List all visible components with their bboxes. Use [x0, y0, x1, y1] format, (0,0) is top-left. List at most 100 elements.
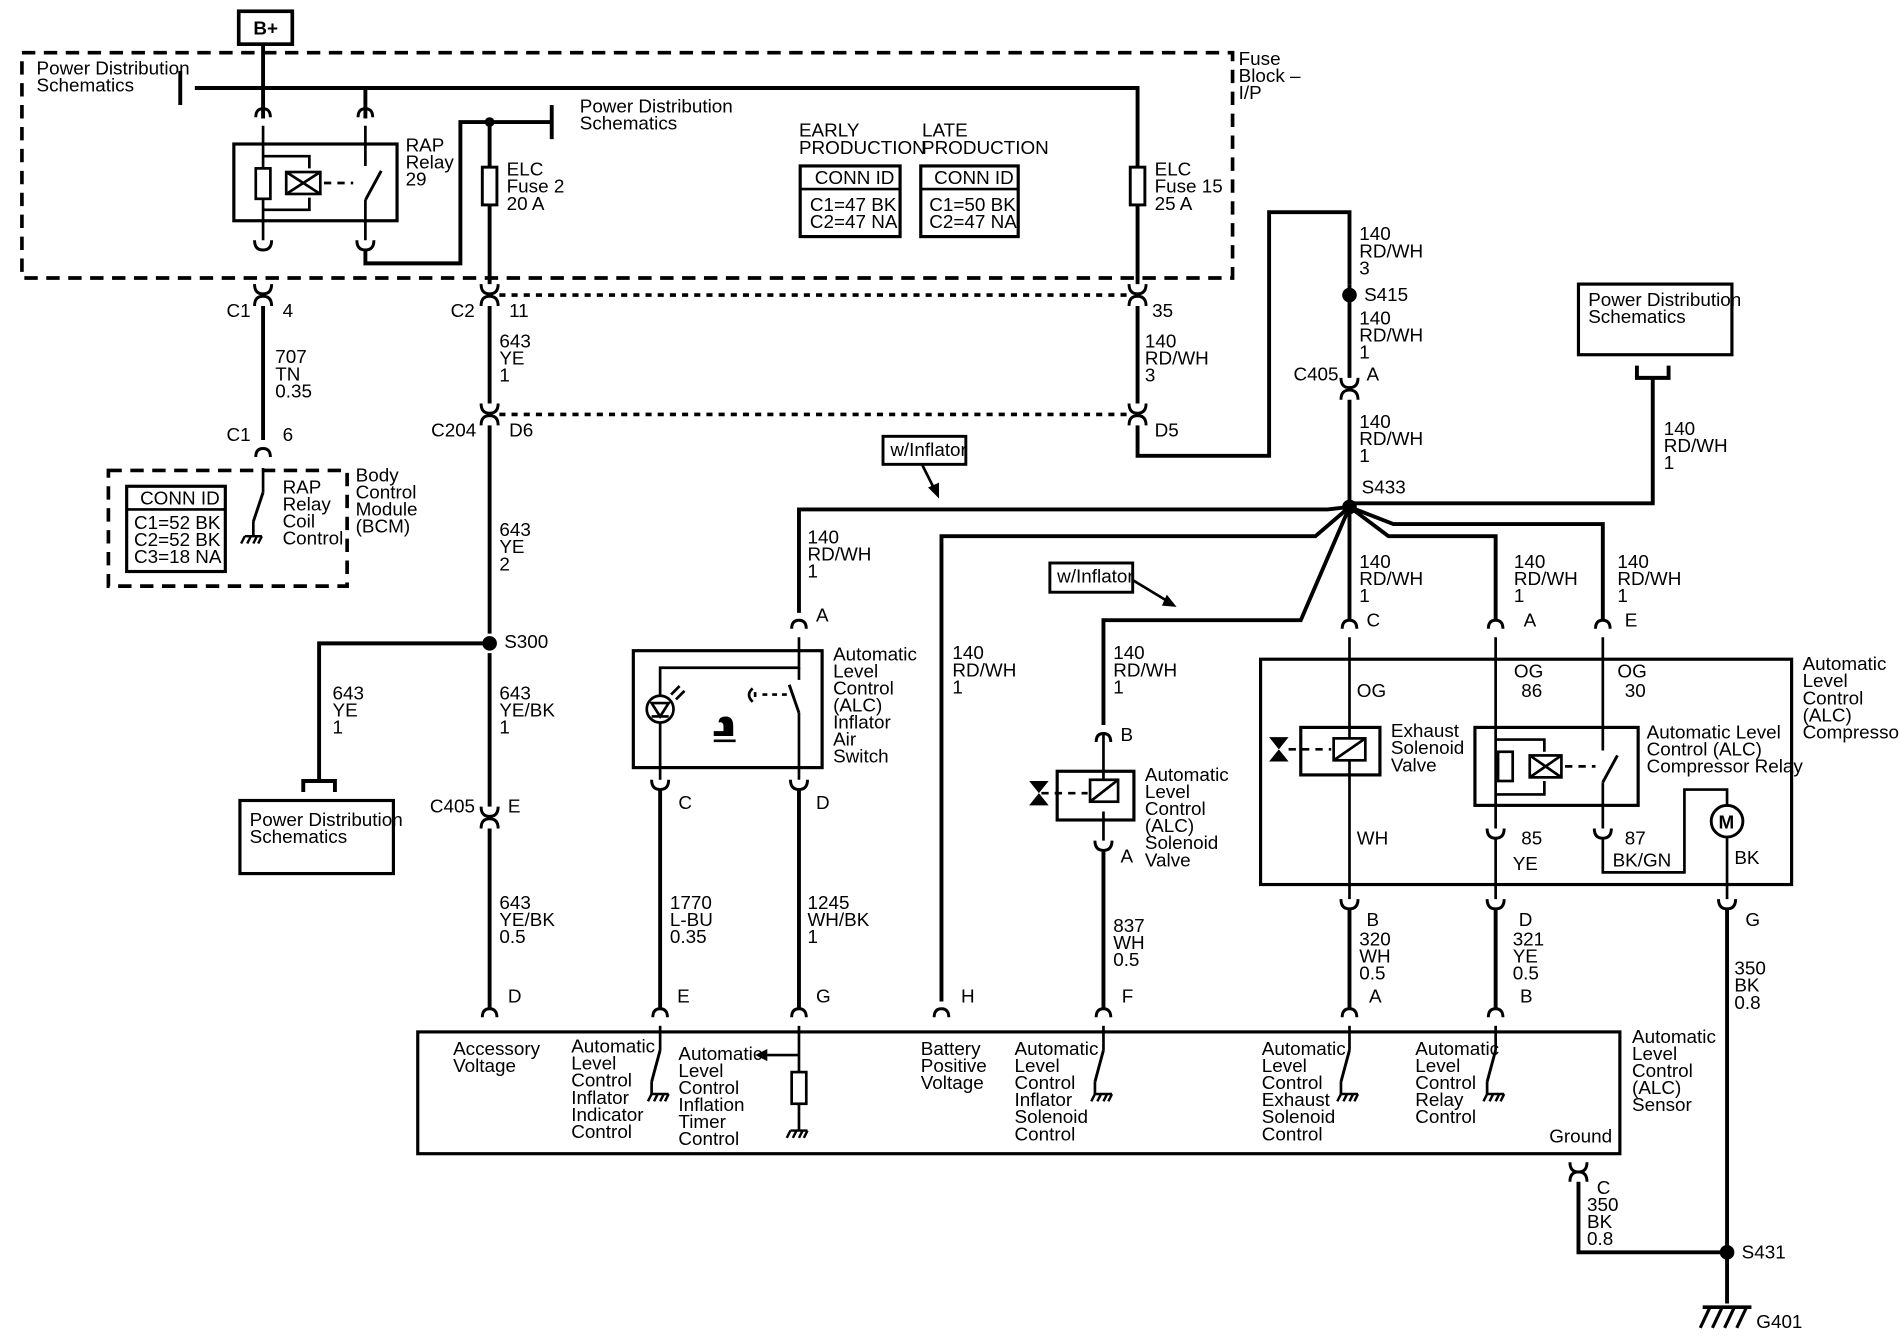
- battery-text: B+: [253, 17, 278, 38]
- wire-643-ybk-1: 643: [499, 682, 530, 703]
- comp-label-5: Compressor: [1803, 721, 1900, 742]
- sol-label-4: (ALC): [1145, 815, 1194, 836]
- wire-643-2-3: 2: [499, 553, 510, 574]
- wire-140-s415-2: RD/WH: [1359, 324, 1423, 345]
- w-inflator-2-text: w/Inflator: [1056, 565, 1134, 586]
- wire-140-s415-3: 1: [1359, 341, 1370, 362]
- sensor-title-5: Sensor: [1632, 1094, 1692, 1115]
- pd-top-left-2: Schematics: [37, 75, 134, 96]
- sensor-battery-1: Battery: [921, 1038, 981, 1059]
- wire-140-35-3: 3: [1145, 365, 1156, 386]
- wire-140-sol-3: 1: [1113, 676, 1124, 697]
- switch-label-1: Automatic: [833, 643, 917, 664]
- pd-schematics-top-mid: Power Distribution Schematics: [549, 95, 733, 140]
- wire-140-top-3: 3: [1359, 257, 1370, 278]
- sensor-exhaust-4: Exhaust: [1262, 1089, 1331, 1110]
- sensor-exhaust-1: Automatic: [1262, 1038, 1346, 1059]
- bcm-row-3: C3=18 NA: [134, 546, 222, 567]
- wire-140-a-1: 140: [1514, 551, 1545, 572]
- conn-pin-35: 35: [1152, 300, 1173, 321]
- pin-a-switch: A: [816, 604, 829, 625]
- wire-140-pd-1: 140: [1664, 418, 1695, 439]
- wire-140-c405-1: 140: [1359, 411, 1390, 432]
- pin-c-compressor: C: [1367, 609, 1381, 630]
- alc-inflator-air-switch: Automatic Level Control (ALC) Inflator A…: [631, 637, 917, 780]
- comp-wh: WH: [1357, 827, 1388, 848]
- elc-fuse-2-label-2: Fuse 2: [507, 176, 565, 197]
- elc-fuse-2-label-3: 20 A: [507, 193, 545, 214]
- wire-140-sw-1: 140: [808, 527, 839, 548]
- wire-707-3: 0.35: [275, 380, 312, 401]
- conn-c405-e-label: C405: [430, 796, 475, 817]
- wire-140-e-3: 1: [1617, 585, 1628, 606]
- bcm-row-2: C2=52 BK: [134, 529, 221, 550]
- wire-321-2: YE: [1513, 945, 1538, 966]
- splice-s300-label: S300: [504, 631, 548, 652]
- wire-707-2: TN: [275, 363, 300, 384]
- wire-643-s300-2: YE: [333, 699, 358, 720]
- wire-1770-1: 1770: [670, 892, 712, 913]
- conn-c1-6-pin: 6: [283, 424, 293, 445]
- wire-140-top-1: 140: [1359, 223, 1390, 244]
- wire-140-c-2: RD/WH: [1359, 568, 1423, 589]
- wire-350-c-2: BK: [1587, 1211, 1613, 1232]
- wire-140-c405-3: 1: [1359, 445, 1370, 466]
- wire-140-sw-3: 1: [808, 561, 819, 582]
- relay-label-3: Compressor Relay: [1647, 755, 1804, 776]
- pin-b-compressor: B: [1367, 909, 1380, 930]
- ground-g401-icon: [1698, 1305, 1752, 1329]
- early-row-2: C2=47 NA: [810, 211, 898, 232]
- sensor-timer-6: Control: [678, 1128, 739, 1149]
- exhaust-label-1: Exhaust: [1391, 720, 1460, 741]
- sensor-inflsol-4: Inflator: [1015, 1089, 1073, 1110]
- pin-g-module: G: [816, 986, 831, 1007]
- wire-1245-1: 1245: [808, 892, 850, 913]
- switch-label-2: Level: [833, 660, 878, 681]
- pin-b-solenoid: B: [1121, 724, 1134, 745]
- wire-1770-2: L-BU: [670, 909, 713, 930]
- sol-label-2: Level: [1145, 781, 1190, 802]
- pin-d-module: D: [508, 986, 522, 1007]
- sensor-relay-5: Control: [1415, 1106, 1476, 1127]
- wire-140-c-1: 140: [1359, 551, 1390, 572]
- sol-label-1: Automatic: [1145, 764, 1229, 785]
- switch-label-3: Control: [833, 678, 894, 699]
- rap-relay-label-3: 29: [406, 168, 427, 189]
- conn-c1-pin-4: 4: [283, 300, 293, 321]
- sensor-title-4: (ALC): [1632, 1077, 1681, 1098]
- conn-c405-a-pin: A: [1367, 363, 1380, 384]
- elc-fuse-2-label-1: ELC: [507, 159, 544, 180]
- sensor-ground: Ground: [1549, 1126, 1612, 1147]
- pin-g-compressor: G: [1745, 909, 1760, 930]
- comp-87: 87: [1625, 827, 1646, 848]
- wire-140-35-1: 140: [1145, 330, 1176, 351]
- wire-707-1: 707: [275, 346, 306, 367]
- switch-label-7: Switch: [833, 746, 889, 767]
- early-header-1: EARLY: [799, 120, 860, 141]
- early-header-2: PRODUCTION: [799, 137, 926, 158]
- pin-c-module: C: [1597, 1177, 1611, 1198]
- bcm-rap-1: RAP: [283, 477, 322, 498]
- sensor-indicator-1: Automatic: [571, 1036, 655, 1057]
- comp-label-4: (ALC): [1803, 704, 1852, 725]
- wire-643-s300-3: 1: [333, 717, 344, 738]
- pin-f-module: F: [1122, 986, 1134, 1007]
- sensor-indicator-6: Control: [571, 1121, 632, 1142]
- sensor-inflsol-1: Automatic: [1015, 1038, 1099, 1059]
- bcm-conn-title: CONN ID: [140, 488, 220, 509]
- pd-schematics-left: Power Distribution Schematics: [238, 779, 403, 876]
- splice-s431-label: S431: [1742, 1241, 1786, 1262]
- sensor-title-1: Automatic: [1632, 1026, 1716, 1047]
- wire-1245-2: WH/BK: [808, 909, 870, 930]
- comp-label-3: Control: [1803, 687, 1864, 708]
- pin-a-compressor: A: [1524, 609, 1537, 630]
- wire-140-e-1: 140: [1617, 551, 1648, 572]
- comp-85: 85: [1521, 827, 1542, 848]
- w-inflator-tag-1: w/Inflator: [881, 434, 968, 499]
- early-row-1: C1=47 BK: [810, 194, 897, 215]
- bcm-rap-4: Control: [283, 528, 344, 549]
- wire-321-3: 0.5: [1513, 963, 1539, 984]
- elc-fuse-15-label-1: ELC: [1155, 159, 1192, 180]
- pin-d-compressor: D: [1519, 909, 1533, 930]
- wire-350-c-1: 350: [1587, 1194, 1618, 1215]
